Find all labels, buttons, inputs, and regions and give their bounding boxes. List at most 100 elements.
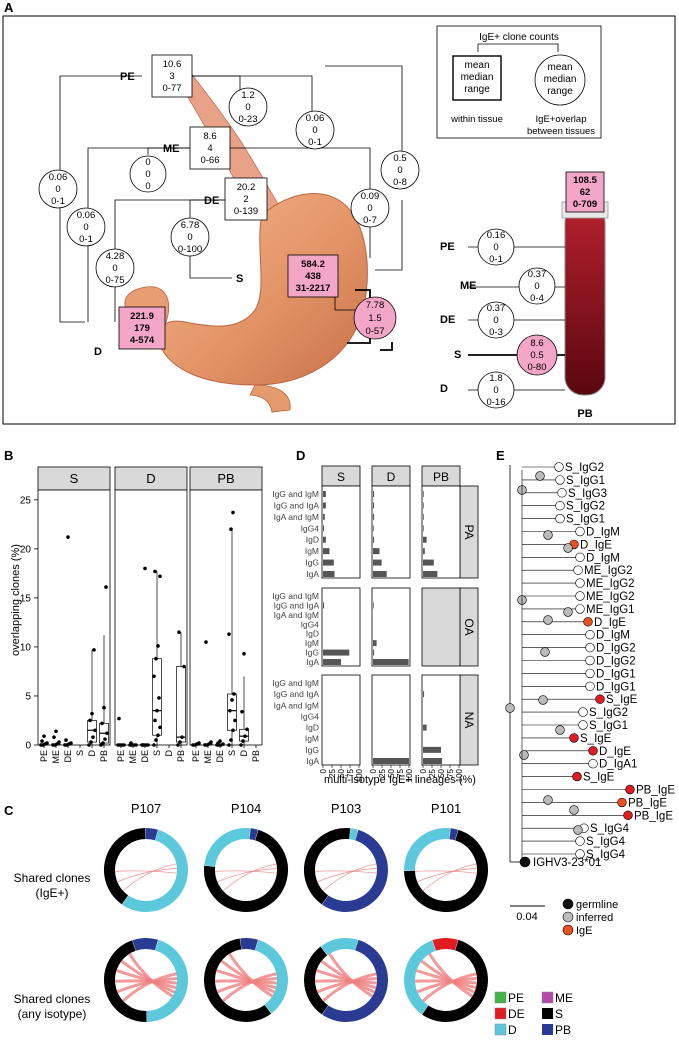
pb-tube-label: PB	[577, 408, 592, 420]
panel-e-label: E	[496, 448, 505, 463]
b-point	[156, 733, 160, 737]
circle-pb-s: 8.6 0.5 0-80	[516, 334, 558, 376]
b-xtick-label-PE: PE	[39, 750, 49, 762]
panel-b-label: B	[4, 448, 13, 463]
circos-segment-d	[254, 939, 288, 1014]
svg-text:7.78: 7.78	[366, 300, 385, 311]
svg-text:0: 0	[112, 263, 117, 274]
svg-text:0: 0	[367, 203, 372, 214]
circos-chord	[414, 979, 477, 985]
b-point	[69, 741, 73, 745]
panel-a-connectors	[59, 65, 403, 323]
svg-text:2: 2	[243, 194, 248, 205]
circos-chord	[417, 868, 477, 883]
b-point	[152, 674, 156, 679]
d-bar	[423, 525, 424, 532]
svg-text:0: 0	[493, 242, 498, 253]
b-point	[228, 708, 232, 713]
svg-text:6.78: 6.78	[181, 220, 200, 231]
circle-pe-me: 1.2 0 0-23	[228, 87, 268, 127]
b-point	[230, 698, 234, 702]
circos-segment-d	[204, 828, 251, 867]
svg-text:within tissue: within tissue	[450, 114, 503, 125]
d-bar	[423, 559, 434, 566]
panel-c-label: C	[4, 803, 14, 818]
d-bar	[323, 602, 325, 609]
d-ylabel-PA-0: IgG and IgM	[272, 489, 319, 499]
d-facet-label-S: S	[337, 470, 345, 484]
tree-leaf-node	[575, 604, 585, 614]
b-box	[176, 666, 186, 743]
d-xtick-label-50: 50	[437, 768, 446, 777]
svg-text:0-57: 0-57	[365, 326, 384, 337]
d-ylabel-OA-2: IgA and IgM	[274, 610, 319, 620]
circle-pe-s: 0.5 0 0-8	[380, 150, 420, 190]
b-point	[100, 721, 104, 726]
svg-text:0-77: 0-77	[162, 83, 181, 94]
circle-pe-de: 0.06 0 0-1	[295, 110, 335, 150]
panel-a-frame	[2, 15, 676, 425]
panel-a-label: A	[4, 0, 14, 15]
d-panel-NA-D	[371, 674, 411, 766]
panel-d-xlabel: multi-isotype IgE+ lineages (%)	[324, 774, 476, 786]
legend-swatch-pe	[494, 991, 507, 1004]
d-facet-label-D: D	[387, 470, 396, 484]
b-point	[227, 632, 231, 636]
circos-chord	[328, 952, 374, 998]
d-xtick-label-100: 100	[455, 768, 464, 782]
circos-segment-s	[204, 829, 288, 912]
tree-leaf-node	[555, 513, 565, 524]
d-panel-OA-PB	[421, 587, 461, 667]
b-point	[182, 664, 186, 669]
d-bar	[423, 491, 424, 497]
tree-leaf-label-21: S_IgE	[580, 733, 612, 745]
d-bar	[373, 559, 382, 566]
legend-swatch-d	[494, 1023, 507, 1036]
b-point	[122, 743, 126, 747]
d-bar	[323, 649, 350, 656]
d-bar	[373, 571, 387, 577]
legend-label-s: S	[555, 1007, 563, 1021]
circos-chord	[314, 979, 377, 985]
b-point	[143, 566, 147, 571]
d-bar	[423, 691, 425, 698]
panel-b-ylabel: overlapping clones (%)	[10, 544, 22, 656]
b-point	[87, 743, 91, 747]
legend-label-de: DE	[508, 1007, 525, 1021]
b-xtick-label-PE: PE	[191, 750, 201, 762]
b-ytick-label-25: 25	[20, 495, 32, 506]
circos-segment-pb	[132, 938, 159, 951]
b-xtick-label-DE: DE	[63, 750, 73, 763]
svg-text:0-23: 0-23	[238, 114, 257, 125]
tree-leaf-label-25: PB_IgE	[636, 785, 675, 797]
svg-text:0-3: 0-3	[489, 327, 503, 338]
svg-text:0.06: 0.06	[306, 113, 325, 124]
d-bar	[323, 548, 330, 555]
b-point	[153, 569, 157, 574]
d-ylabel-OA-0: IgG and IgM	[272, 591, 319, 601]
svg-text:0-709: 0-709	[573, 199, 597, 210]
tissue-label-pe: PE	[120, 71, 135, 83]
b-facet-label-PB: PB	[217, 471, 234, 486]
tree-leaf-label-30: S_IgG4	[586, 849, 626, 861]
svg-text:0-66: 0-66	[200, 155, 219, 166]
b-point	[90, 711, 94, 716]
svg-text:0.37: 0.37	[528, 269, 547, 280]
tree-leaf-label-19: S_IgG2	[589, 707, 628, 719]
tree-inferred-node	[538, 695, 548, 705]
svg-text:IgE+ clone counts: IgE+ clone counts	[479, 32, 559, 43]
b-facet-frame-PB	[189, 489, 263, 746]
box-d: 221.9 179 4-574	[118, 306, 166, 350]
svg-text:0.06: 0.06	[49, 172, 68, 183]
b-xtick-label-D: D	[87, 750, 97, 757]
svg-text:0.16: 0.16	[487, 230, 506, 241]
b-point	[42, 734, 46, 738]
tissue-label-d: D	[94, 346, 102, 358]
d-xtick-label-25: 25	[328, 768, 337, 777]
tree-leaf-label-20: S_IgG1	[589, 720, 628, 732]
circle-pb-pe: 0.16 0 0-1	[477, 228, 515, 266]
d-bar	[373, 491, 375, 497]
b-xtick-label-ME: ME	[203, 750, 213, 764]
d-bar	[323, 536, 326, 543]
b-facet-label-S: S	[70, 471, 79, 486]
